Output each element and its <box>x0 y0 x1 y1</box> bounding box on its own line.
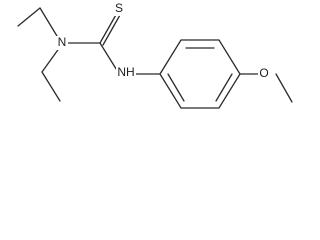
c-to-nh-bond <box>99 42 119 73</box>
ethyl-1-bond-a <box>17 7 41 27</box>
benzene-inner-bond-3 <box>167 73 185 102</box>
bond-set <box>17 7 293 109</box>
ether-oxygen-mask <box>258 67 270 81</box>
sulfur-label: S <box>115 1 123 15</box>
c-to-s-double-bond-2 <box>102 14 121 46</box>
molecule-diagram: S N NH O <box>17 1 293 109</box>
ether-oxygen-label: O <box>259 66 268 80</box>
benzene-inner-bond-2 <box>215 73 233 102</box>
benzene-ring <box>159 39 241 109</box>
o-to-methyl-bond <box>275 73 293 103</box>
sulfur-mask <box>113 2 125 16</box>
c-to-s-double-bond-1 <box>99 12 118 44</box>
amine-nitrogen-mask <box>56 36 68 50</box>
amine-nitrogen-label: N <box>58 35 67 49</box>
amide-nitrogen-label: NH <box>117 65 134 79</box>
ethyl-1-bond-b <box>39 7 61 42</box>
ethyl-2-bond-b <box>41 71 61 102</box>
amide-nitrogen-mask <box>116 66 136 80</box>
ethyl-2-bond-a <box>41 46 61 73</box>
